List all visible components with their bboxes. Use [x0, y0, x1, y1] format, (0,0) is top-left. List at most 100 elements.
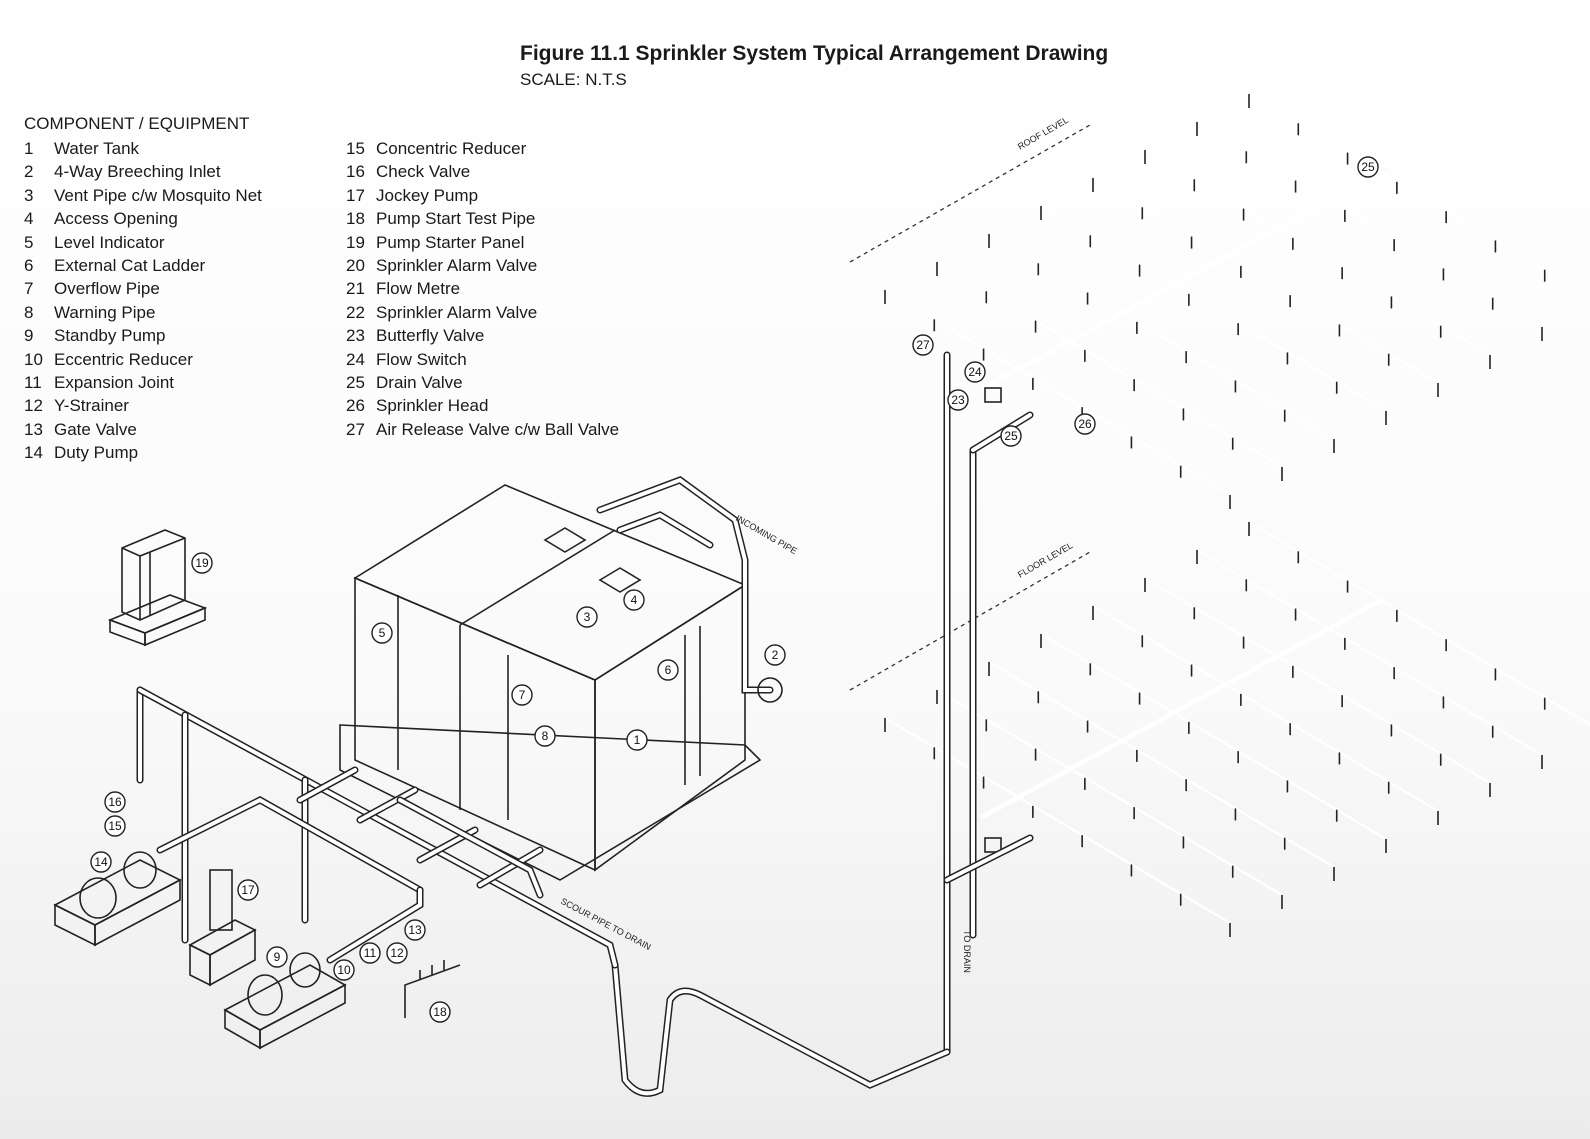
- legend-item-number: 19: [346, 232, 365, 252]
- incoming-pipe: [596, 476, 774, 694]
- callout-18: 18: [429, 1001, 451, 1023]
- legend-item-number: 18: [346, 209, 365, 229]
- legend-item-label: Standby Pump: [54, 326, 166, 346]
- callout-number: 7: [519, 688, 526, 702]
- callout-9: 9: [266, 946, 288, 968]
- legend-item-number: 5: [24, 232, 34, 252]
- callout-number: 2: [772, 648, 779, 662]
- legend-item: 7 Overflow Pipe: [24, 277, 262, 300]
- legend-item-number: 7: [24, 279, 34, 299]
- water-tank: [339, 484, 762, 881]
- figure-scale: SCALE: N.T.S: [520, 70, 627, 89]
- standby-pump: [223, 952, 347, 1050]
- legend-item: 3 Vent Pipe c/w Mosquito Net: [24, 184, 262, 207]
- duty-pump: [53, 851, 182, 947]
- legend-item-number: 23: [346, 326, 365, 346]
- legend-item-label: Water Tank: [54, 139, 140, 158]
- callout-15: 15: [104, 815, 126, 837]
- callout-13: 13: [404, 919, 426, 941]
- legend-item-label: Pump Starter Panel: [376, 232, 525, 252]
- legend-item: 19 Pump Starter Panel: [346, 231, 619, 254]
- legend-item-number: 13: [24, 419, 43, 439]
- pump-starter-panel: [107, 529, 208, 647]
- callout-11: 11: [359, 942, 381, 964]
- legend-item-number: 24: [346, 349, 365, 369]
- legend-item-label: Y-Strainer: [54, 396, 129, 416]
- legend-item: 20 Sprinkler Alarm Valve: [346, 254, 619, 277]
- legend-item: 12 Y-Strainer: [24, 394, 262, 417]
- legend-item-label: Vent Pipe c/w Mosquito Net: [54, 185, 262, 205]
- callout-number: 10: [337, 963, 351, 977]
- callout-27: 27: [912, 334, 934, 356]
- legend-item-label: External Cat Ladder: [54, 256, 206, 276]
- legend-item-number: 15: [346, 139, 365, 158]
- legend-item-label: Overflow Pipe: [54, 279, 160, 299]
- callout-number: 14: [94, 855, 108, 869]
- callout-24: 24: [964, 361, 986, 383]
- callout-8: 8: [534, 725, 556, 747]
- legend-item-number: 2: [24, 162, 34, 182]
- callout-2: 2: [764, 644, 786, 666]
- callout-25: 25: [1000, 425, 1022, 447]
- callout-number: 25: [1361, 160, 1375, 174]
- callout-number: 3: [584, 610, 591, 624]
- legend-item: 13 Gate Valve: [24, 418, 262, 441]
- legend-item-number: 8: [24, 302, 34, 322]
- callout-4: 4: [623, 589, 645, 611]
- callout-number: 24: [968, 365, 982, 379]
- pump-pipework: [136, 686, 619, 969]
- legend-item-label: Sprinkler Head: [376, 396, 489, 416]
- legend-item-number: 9: [24, 326, 34, 346]
- callout-number: 23: [951, 393, 965, 407]
- callout-number: 1: [634, 733, 641, 747]
- callout-3: 3: [576, 606, 598, 628]
- sprinkler-pipe-grids: [884, 92, 1590, 937]
- legend-item: 24 Flow Switch: [346, 348, 619, 371]
- legend-item-number: 1: [24, 139, 34, 158]
- legend-item-number: 3: [24, 185, 34, 205]
- callout-number: 15: [108, 819, 122, 833]
- legend-item-number: 11: [24, 373, 42, 393]
- callout-6: 6: [657, 659, 679, 681]
- legend-item: 11 Expansion Joint: [24, 371, 262, 394]
- callout-number: 9: [274, 950, 281, 964]
- callout-10: 10: [333, 959, 355, 981]
- legend-item-label: Flow Switch: [376, 349, 467, 369]
- jockey-pump: [188, 869, 257, 987]
- legend-item-number: 20: [346, 256, 365, 276]
- legend-item-label: Expansion Joint: [54, 373, 175, 393]
- pump-start-test-pipe: [404, 960, 461, 1018]
- callout-12: 12: [386, 942, 408, 964]
- sprinkler-riser: [943, 351, 1034, 1056]
- legend-item-number: 4: [24, 209, 34, 229]
- callout-number: 18: [433, 1005, 447, 1019]
- callout-number: 26: [1078, 417, 1092, 431]
- legend-item-label: Jockey Pump: [376, 185, 479, 205]
- callout-14: 14: [90, 851, 112, 873]
- roof-level-line: [849, 124, 1091, 263]
- legend-item-number: 12: [24, 396, 43, 416]
- legend-item-label: Gate Valve: [54, 419, 137, 439]
- legend-item-label: Pump Start Test Pipe: [376, 209, 536, 229]
- legend-item-number: 6: [24, 256, 34, 276]
- legend-item-label: Check Valve: [376, 162, 471, 182]
- callout-16: 16: [104, 791, 126, 813]
- legend-item-label: Sprinkler Alarm Valve: [376, 256, 538, 276]
- callout-number: 6: [665, 663, 672, 677]
- legend-item: 6 External Cat Ladder: [24, 254, 262, 277]
